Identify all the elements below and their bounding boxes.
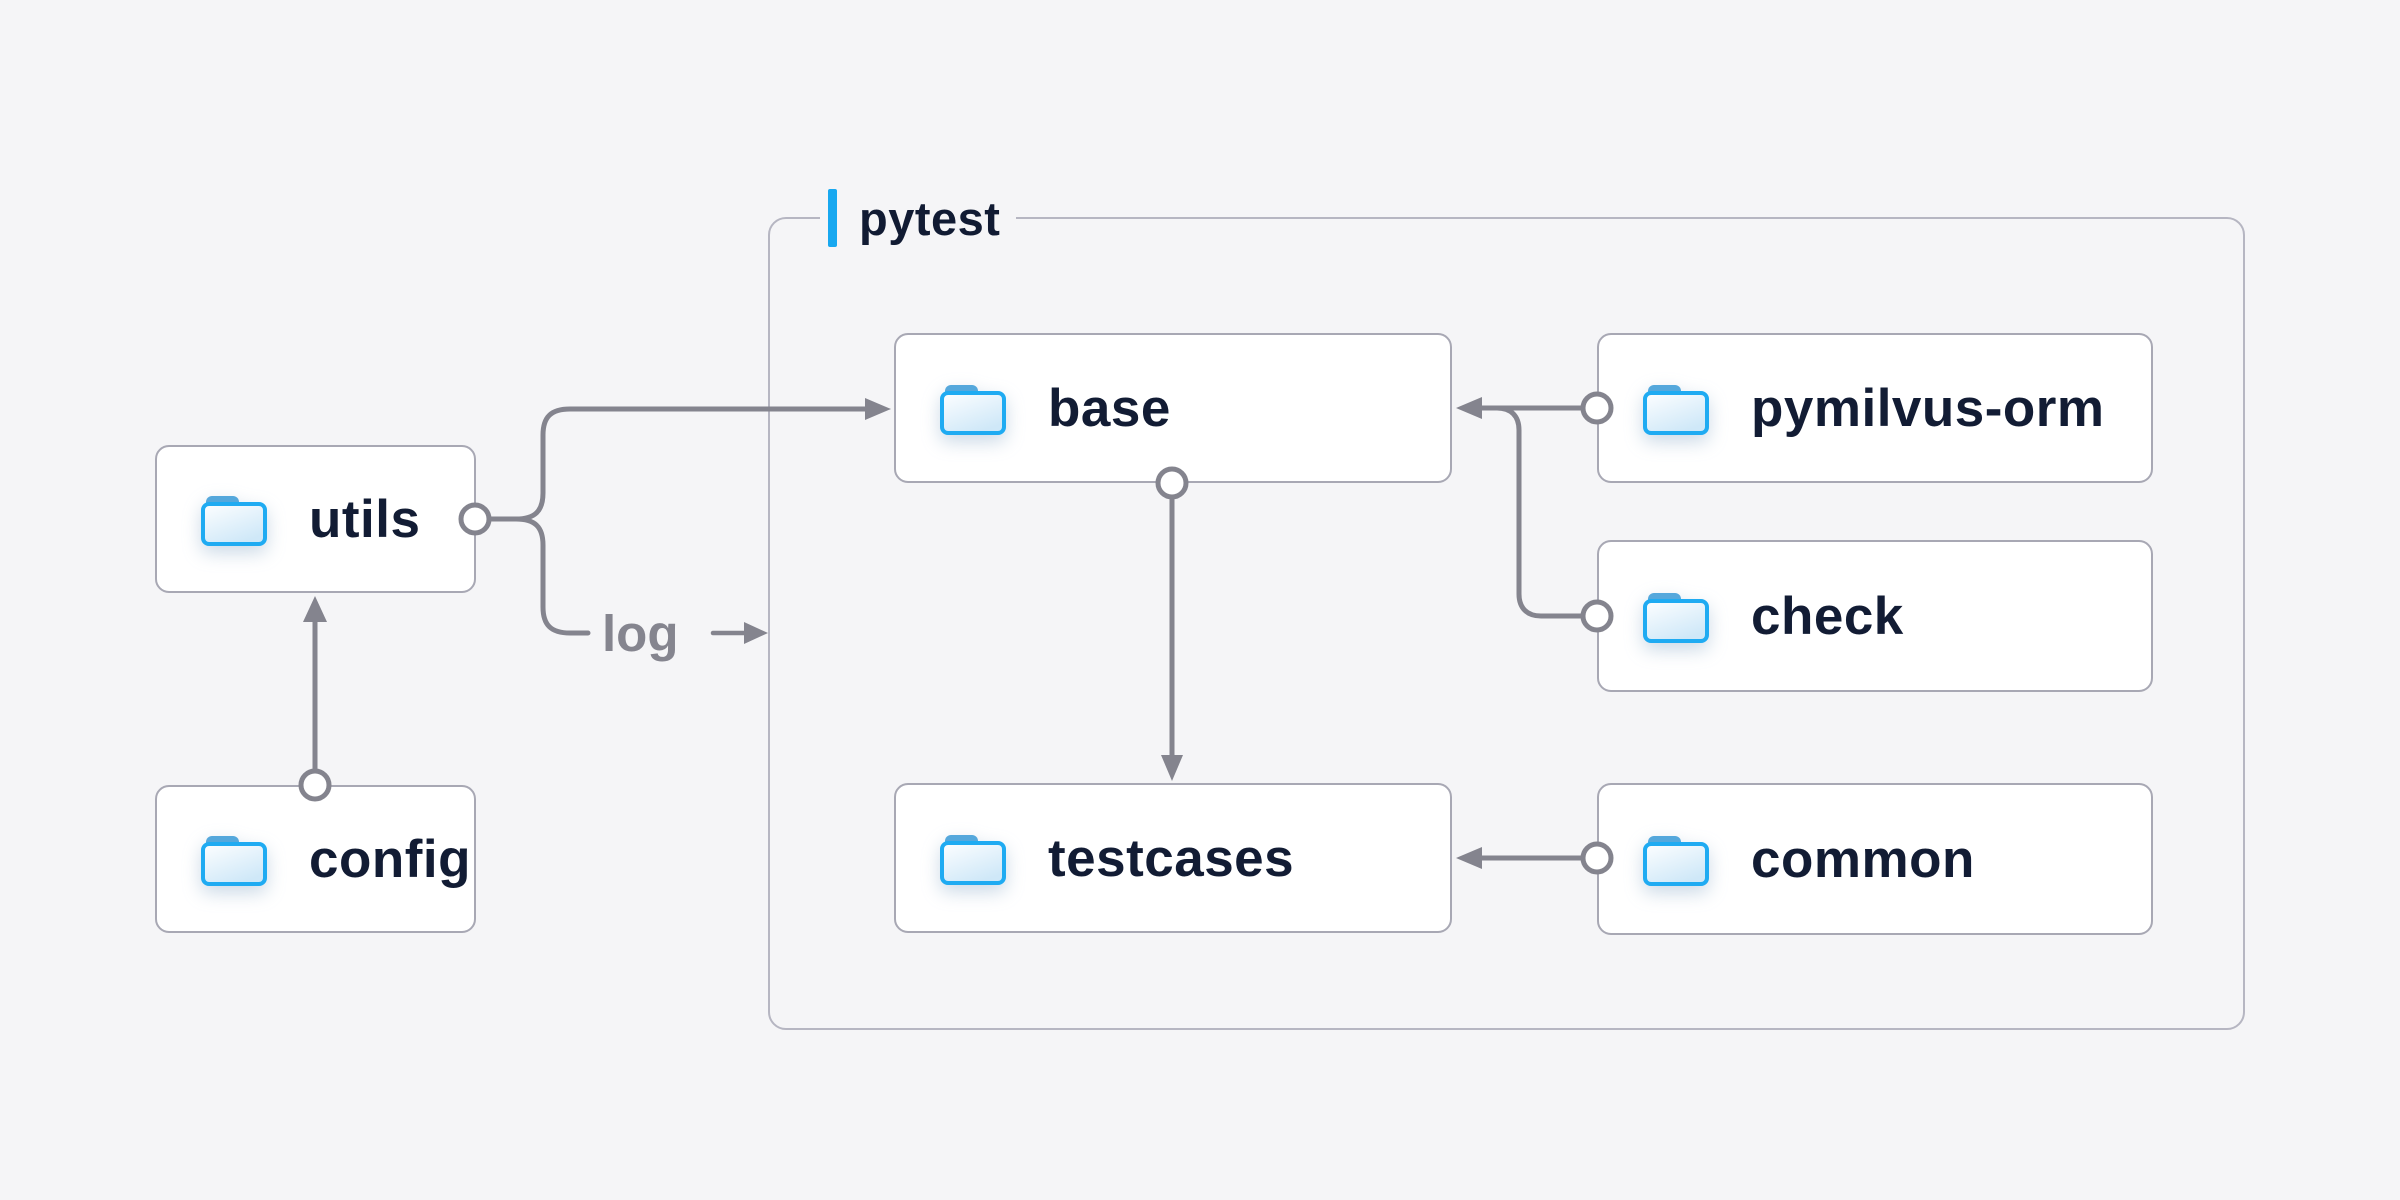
folder-icon bbox=[201, 836, 267, 886]
node-base: base bbox=[894, 333, 1452, 483]
node-label: common bbox=[1751, 829, 1975, 889]
group-title: pytest bbox=[859, 191, 1001, 245]
pytest-group-label: pytest bbox=[820, 189, 1017, 247]
node-config: config bbox=[155, 785, 476, 933]
node-utils: utils bbox=[155, 445, 476, 593]
node-label: check bbox=[1751, 586, 1904, 646]
folder-icon bbox=[940, 385, 1006, 435]
accent-bar bbox=[828, 189, 837, 247]
folder-icon bbox=[1643, 593, 1709, 643]
folder-icon bbox=[1643, 836, 1709, 886]
edge-label-log: log bbox=[602, 605, 679, 662]
node-label: utils bbox=[309, 489, 421, 549]
folder-icon bbox=[201, 496, 267, 546]
node-label: config bbox=[309, 829, 471, 889]
node-check: check bbox=[1597, 540, 2153, 692]
folder-icon bbox=[940, 835, 1006, 885]
node-label: base bbox=[1048, 378, 1171, 438]
folder-icon bbox=[1643, 385, 1709, 435]
node-testcases: testcases bbox=[894, 783, 1452, 933]
node-common: common bbox=[1597, 783, 2153, 935]
node-label: testcases bbox=[1048, 828, 1295, 888]
edge-config-utils bbox=[298, 596, 332, 802]
node-pymilvus-orm: pymilvus-orm bbox=[1597, 333, 2153, 483]
node-label: pymilvus-orm bbox=[1751, 378, 2105, 438]
pytest-group-container bbox=[768, 217, 2245, 1030]
